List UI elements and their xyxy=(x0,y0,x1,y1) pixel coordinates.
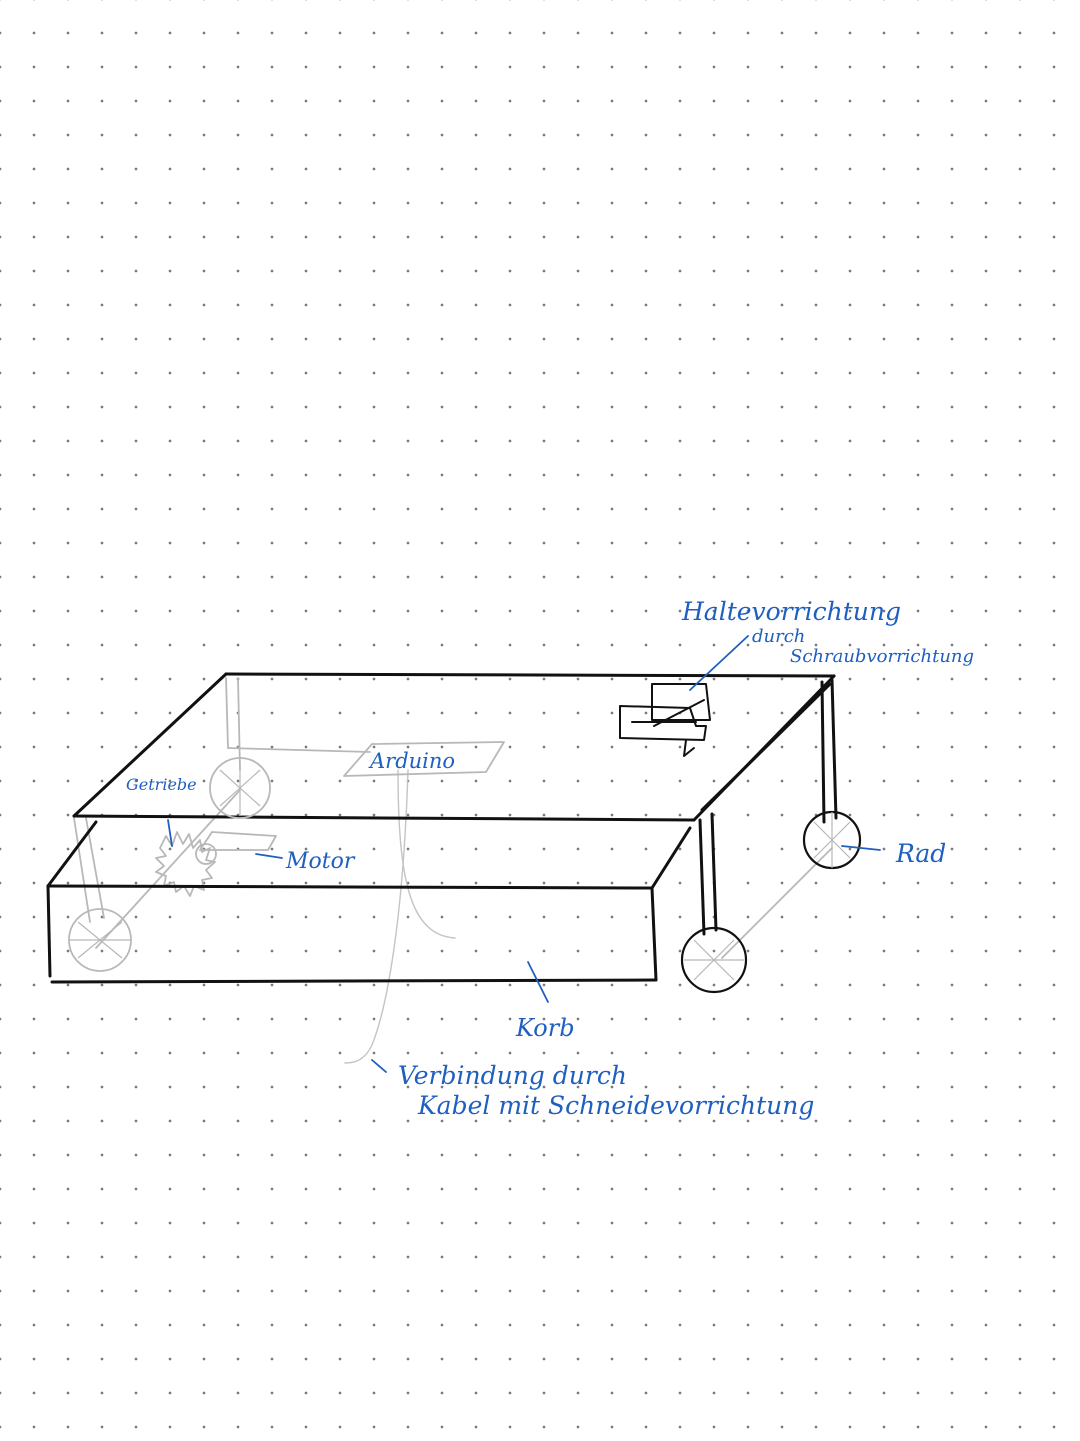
label-schraubvorrichtung: Schraubvorrichtung xyxy=(790,646,974,667)
label-arduino: Arduino xyxy=(368,749,455,773)
label-getriebe: Getriebe xyxy=(126,775,197,794)
arduino-board xyxy=(343,741,505,777)
basket-box xyxy=(46,820,692,984)
wheel-back-right xyxy=(802,810,862,870)
gearbox-scribble xyxy=(155,831,217,897)
wheel-back-left xyxy=(209,757,271,819)
wheel-front-left xyxy=(68,908,132,972)
label-rad: Rad xyxy=(895,839,946,868)
label-haltevorrichtung: Haltevorrichtung xyxy=(681,597,901,626)
hidden-lines xyxy=(73,677,833,1064)
label-korb: Korb xyxy=(515,1014,575,1042)
label-verbindung-line2: Kabel mit Schneidevorrichtung xyxy=(417,1091,814,1120)
label-motor: Motor xyxy=(285,849,356,874)
label-verbindung-line1: Verbindung durch xyxy=(398,1061,627,1090)
label-durch: durch xyxy=(752,626,805,647)
table-frame xyxy=(72,672,838,936)
clamp-holder xyxy=(619,683,711,757)
wheel-front-right xyxy=(680,926,748,994)
annotation-leaders xyxy=(167,635,881,1073)
